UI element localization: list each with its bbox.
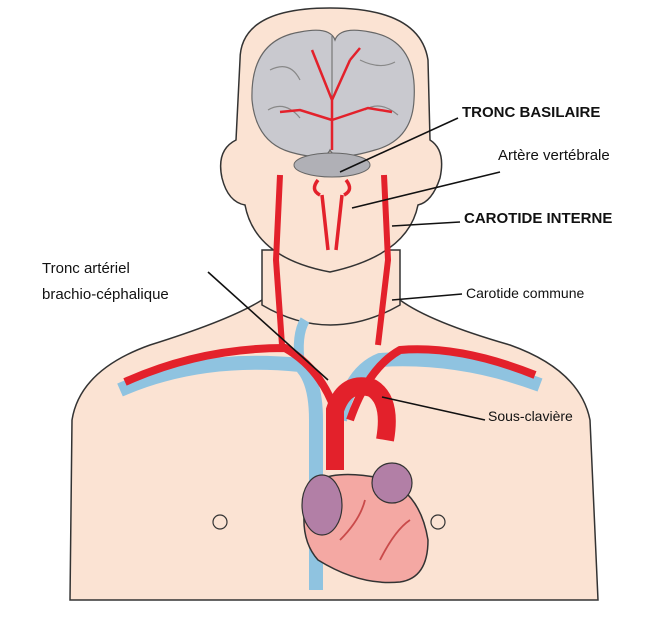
leader-basilaire xyxy=(339,117,459,173)
vein-left-subclavian xyxy=(117,355,323,590)
artery-right-carotid xyxy=(375,174,392,346)
left-atrium xyxy=(301,474,343,536)
leader-vertebrale xyxy=(351,171,501,209)
label-carotide-commune: Carotide commune xyxy=(466,285,585,301)
label-tronc-line2: brachio-céphalique xyxy=(42,286,169,303)
label-tronc-line1: Tronc artériel xyxy=(42,260,130,277)
label-tronc-arteriel: Tronc artériel brachio-céphalique xyxy=(42,256,169,308)
label-artere-vertebrale: Artère vertébrale xyxy=(498,147,610,164)
label-tronc-basilaire: TRONC BASILAIRE xyxy=(462,104,601,121)
leader-sous-claviere xyxy=(381,396,486,421)
leader-commune xyxy=(391,293,463,301)
artery-vertebral xyxy=(312,178,352,251)
right-atrium xyxy=(371,462,413,504)
artery-left-subclavian xyxy=(123,343,339,412)
leader-carotide-interne xyxy=(391,221,461,227)
aortic-arch xyxy=(326,377,396,470)
leader-tronc xyxy=(207,271,329,381)
label-sous-claviere: Sous-clavière xyxy=(488,408,573,424)
label-carotide-interne: CAROTIDE INTERNE xyxy=(464,210,613,227)
artery-left-carotid xyxy=(272,174,285,346)
neck xyxy=(261,249,401,326)
